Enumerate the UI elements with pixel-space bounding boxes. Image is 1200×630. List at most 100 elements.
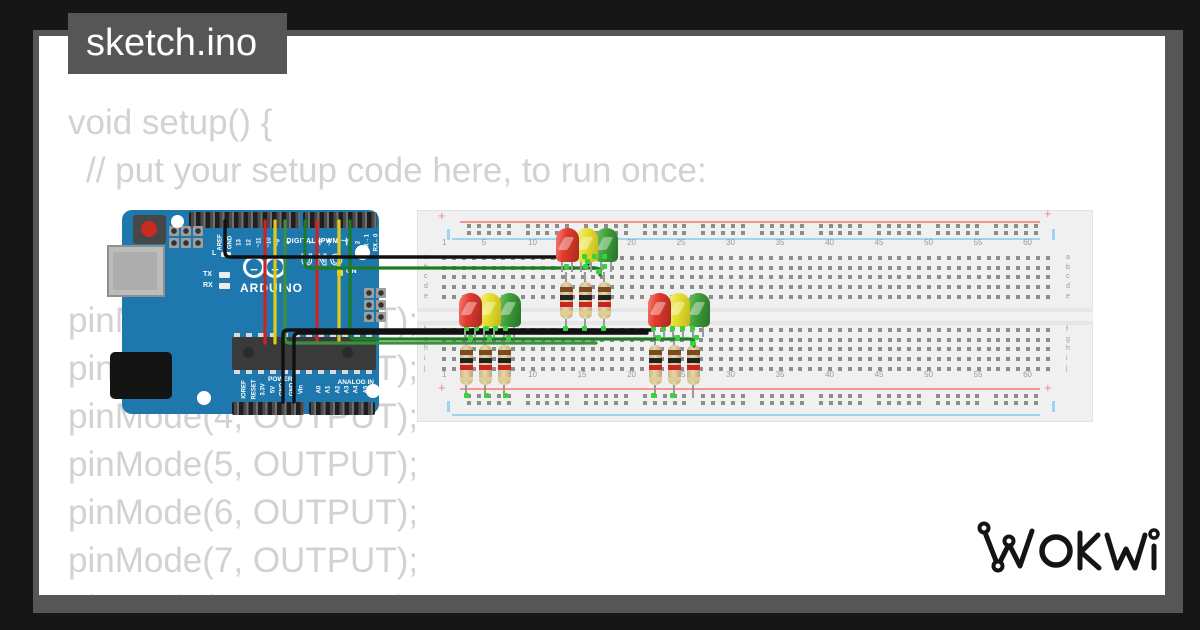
breadboard-hole: [640, 366, 644, 371]
breadboard-hole: [1045, 337, 1050, 342]
led-green[interactable]: [687, 293, 710, 327]
breadboard-hole: [442, 337, 446, 342]
led-red[interactable]: [648, 293, 671, 327]
power-pin-label: 5V: [270, 385, 276, 394]
breadboard-hole: [986, 357, 991, 361]
breadboard-hole: [976, 256, 981, 260]
breadboard-hole: [897, 357, 902, 361]
resistor-band-gold: [478, 377, 492, 381]
breadboard-hole: [719, 337, 724, 342]
resistor[interactable]: [648, 345, 662, 385]
breadboard-hole: [838, 285, 842, 289]
breadboard-hole: [788, 265, 793, 270]
breadboard-row-letter: c: [1066, 273, 1070, 281]
breadboard-hole: [669, 265, 674, 270]
breadboard-hole: [808, 366, 813, 371]
breadboard-hole: [966, 265, 971, 270]
breadboard-hole: [857, 337, 862, 342]
breadboard-hole: [610, 347, 615, 352]
breadboard-hole: [620, 366, 625, 371]
resistor[interactable]: [497, 345, 511, 385]
breadboard-rail-hole: [1034, 394, 1038, 398]
breadboard-hole: [907, 366, 912, 371]
sketch-filename-tab[interactable]: sketch.ino: [68, 13, 287, 74]
breadboard-hole: [897, 337, 902, 342]
breadboard-hole: [907, 256, 912, 260]
breadboard-rail-hole: [789, 394, 794, 398]
breadboard-hole: [511, 347, 516, 352]
breadboard-rail-hole: [672, 224, 677, 228]
breadboard-hole: [818, 256, 823, 260]
breadboard-rail-hole: [701, 230, 706, 235]
resistor[interactable]: [686, 345, 700, 385]
breadboard-rail-hole: [721, 394, 726, 398]
breadboard-hole: [649, 256, 654, 260]
breadboard-hole: [511, 357, 516, 361]
breadboard-hole: [877, 256, 882, 260]
breadboard-hole: [739, 294, 743, 299]
breadboard-rail-hole: [955, 224, 960, 228]
breadboard-hole: [600, 347, 605, 352]
breadboard-hole: [1036, 294, 1040, 299]
breadboard-rail-hole: [604, 400, 608, 405]
resistor-band-brown: [667, 350, 681, 355]
led-green[interactable]: [498, 293, 521, 327]
breadboard-row-letter: b: [1066, 263, 1070, 271]
breadboard-hole: [491, 347, 496, 352]
breadboard-rail-hole: [594, 394, 599, 398]
breadboard-hole: [511, 256, 516, 260]
resistor-lead: [692, 385, 694, 398]
reset-button[interactable]: [141, 221, 157, 237]
breadboard-hole: [649, 265, 654, 270]
resistor[interactable]: [667, 345, 681, 385]
rx-label: RX: [203, 282, 213, 289]
breadboard-hole: [620, 357, 625, 361]
breadboard-hole: [976, 328, 981, 332]
breadboard-rail-hole: [760, 400, 764, 405]
breadboard-rail-hole: [467, 230, 471, 235]
led-red[interactable]: [459, 293, 482, 327]
breadboard-hole: [966, 366, 971, 371]
breadboard-rail-hole: [525, 394, 530, 398]
breadboard-hole: [739, 265, 743, 270]
breadboard-hole: [1045, 328, 1050, 332]
breadboard-hole: [1016, 285, 1021, 289]
breadboard-hole: [541, 275, 545, 280]
led-green[interactable]: [595, 228, 618, 262]
rail-plus-marker: +: [438, 380, 446, 395]
breadboard-hole: [937, 265, 941, 270]
breadboard-hole: [857, 285, 862, 289]
resistor[interactable]: [597, 282, 611, 319]
breadboard-hole: [956, 337, 961, 342]
breadboard-rail-hole: [994, 224, 999, 228]
breadboard-hole: [887, 285, 892, 289]
led-red[interactable]: [556, 228, 579, 262]
led-highlight: [688, 302, 706, 315]
resistor[interactable]: [459, 345, 473, 385]
breadboard-hole: [976, 294, 981, 299]
resistor[interactable]: [478, 345, 492, 385]
breadboard-rail-hole: [799, 230, 804, 235]
breadboard-hole: [917, 347, 922, 352]
breadboard-hole: [768, 347, 773, 352]
breadboard-rail-hole: [916, 224, 921, 228]
breadboard-hole: [620, 256, 625, 260]
breadboard-hole: [709, 328, 714, 332]
breadboard-hole: [620, 328, 625, 332]
resistor[interactable]: [578, 282, 592, 319]
breadboard-hole: [946, 294, 951, 299]
breadboard-rail-hole: [1024, 400, 1029, 405]
breadboard-rail-hole: [858, 230, 863, 235]
connection-dot: [492, 325, 498, 331]
breadboard-hole: [788, 285, 793, 289]
digital-pin-label: 7: [309, 240, 316, 245]
breadboard-hole: [838, 294, 842, 299]
breadboard-hole: [471, 285, 476, 289]
breadboard-hole: [620, 347, 625, 352]
breadboard-hole: [877, 328, 882, 332]
breadboard-column-number: 20: [627, 238, 636, 247]
breadboard-hole: [887, 328, 892, 332]
breadboard-hole: [887, 347, 892, 352]
breadboard-rail-hole: [506, 224, 511, 228]
resistor[interactable]: [559, 282, 573, 319]
